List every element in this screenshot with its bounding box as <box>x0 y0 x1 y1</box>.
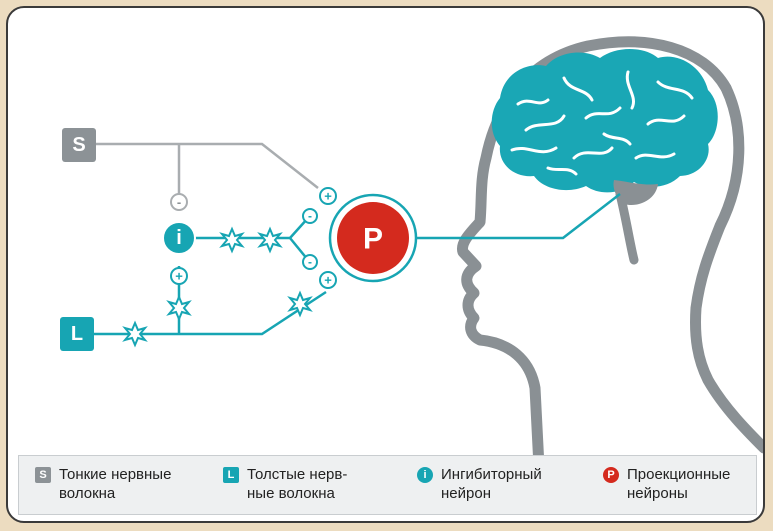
synapse-markers <box>122 226 313 348</box>
sign-inhibitor-to-projection-upper: - <box>302 208 318 224</box>
legend-item-projection-neurons: P Проекционные нейроны <box>603 465 730 503</box>
sign-s-to-projection: + <box>319 187 337 205</box>
pain-gate-diagram: - + + - - + S L <box>60 36 763 512</box>
thin-fiber-paths <box>96 142 319 194</box>
svg-text:-: - <box>177 195 181 210</box>
legend-item-thick-fibers: L Толстые нерв- ные волокна <box>223 465 347 503</box>
legend-label-thick-fibers: Толстые нерв- ные волокна <box>247 466 348 502</box>
sign-l-to-projection: + <box>319 271 337 289</box>
legend-label-projection-neurons: Проекционные нейроны <box>627 466 731 502</box>
sign-s-to-inhibitor: - <box>170 193 188 211</box>
legend-item-inhibitory-neuron: i Ингибиторный нейрон <box>417 465 542 503</box>
legend-s-icon: S <box>35 467 51 483</box>
synapse-star <box>219 226 245 254</box>
svg-text:+: + <box>324 273 332 288</box>
synapse-star <box>122 320 148 348</box>
sign-l-to-inhibitor: + <box>170 267 188 285</box>
svg-text:-: - <box>308 209 312 223</box>
legend-label-inhibitory-neuron: Ингибиторный нейрон <box>441 466 542 502</box>
node-inhibitory-neuron: i <box>162 221 196 255</box>
svg-text:i: i <box>176 227 182 249</box>
legend: S Тонкие нервные волокна L Толстые нерв-… <box>18 455 757 515</box>
svg-text:-: - <box>308 255 312 269</box>
legend-i-icon: i <box>417 467 433 483</box>
s-fiber-main <box>96 142 319 189</box>
svg-text:+: + <box>324 189 332 204</box>
face-profile-outline <box>457 36 732 512</box>
synapse-star <box>287 290 313 318</box>
synapse-star <box>166 294 192 322</box>
legend-p-icon: P <box>603 467 619 483</box>
node-l-thick-fiber: L <box>60 317 94 351</box>
diagram-frame: - + + - - + S L <box>6 6 765 523</box>
svg-text:S: S <box>72 134 85 156</box>
brain-icon <box>491 49 718 206</box>
synapse-star <box>257 226 283 254</box>
legend-l-icon: L <box>223 467 239 483</box>
sign-inhibitor-to-projection-lower: - <box>302 254 318 270</box>
back-of-head-outline <box>690 82 763 454</box>
node-s-thin-fiber: S <box>62 128 96 162</box>
legend-item-thin-fibers: S Тонкие нервные волокна <box>35 465 171 503</box>
svg-text:P: P <box>363 223 383 256</box>
svg-text:L: L <box>71 323 83 345</box>
projection-to-brain <box>416 193 621 240</box>
node-projection-neuron: P <box>328 193 418 283</box>
svg-text:+: + <box>175 269 183 284</box>
legend-label-thin-fibers: Тонкие нервные волокна <box>59 466 172 502</box>
